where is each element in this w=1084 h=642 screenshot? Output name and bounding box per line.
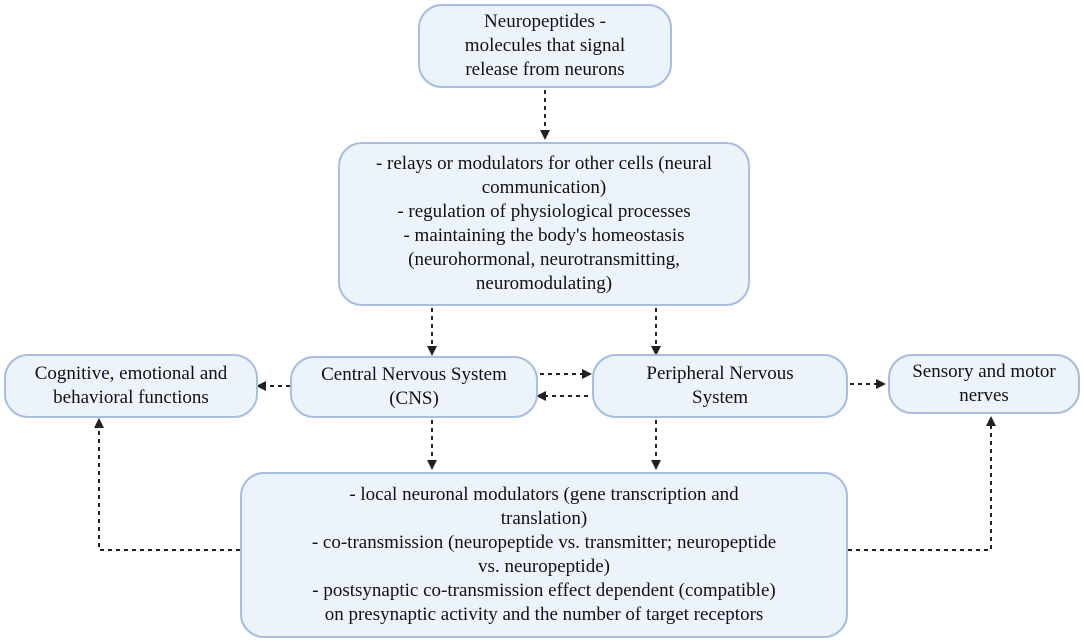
node-text-line: Cognitive, emotional and: [34, 363, 228, 384]
edge-roles-to-pns: [651, 308, 661, 356]
node-text-line: behavioral functions: [53, 387, 209, 408]
node-cns: Central Nervous System (CNS): [290, 356, 538, 418]
node-text-line: neuromodulating): [475, 273, 613, 294]
node-local: - local neuronal modulators (gene transc…: [240, 472, 848, 638]
node-text-line: translation): [500, 508, 588, 529]
edge-cns-to-pns: [540, 369, 592, 379]
node-text-line: - relays or modulators for other cells (…: [375, 153, 713, 174]
edge-pns-to-local: [651, 420, 661, 470]
edge-roles-to-cns: [427, 308, 437, 356]
node-pns: Peripheral Nervous System: [592, 354, 848, 418]
node-text-line: release from neurons: [465, 59, 625, 80]
node-text-line: Peripheral Nervous: [646, 363, 794, 384]
node-text-line: communication): [481, 177, 607, 198]
node-text-line: nerves: [959, 385, 1009, 406]
node-text-line: System: [692, 387, 748, 408]
node-sensory: Sensory and motor nerves: [888, 354, 1080, 414]
edge-cns-to-cognitive: [256, 381, 290, 391]
edge-local-to-cognitive: [94, 418, 240, 551]
edge-pns-to-sensory: [850, 379, 886, 389]
node-text-line: (CNS): [389, 388, 439, 409]
node-text-line: (neurohormonal, neurotransmitting,: [408, 249, 680, 270]
node-roles: - relays or modulators for other cells (…: [338, 142, 750, 306]
edge-cns-to-local: [427, 420, 437, 470]
node-text-line: molecules that signal: [464, 35, 626, 56]
node-text-line: Sensory and motor: [912, 361, 1056, 382]
edge-pns-to-cns: [536, 391, 588, 401]
node-text-line: - regulation of physiological processes: [397, 201, 691, 222]
node-neuropeptides: Neuropeptides - molecules that signal re…: [418, 4, 672, 88]
node-text-line: - maintaining the body's homeostasis: [403, 225, 685, 246]
node-text-line: - local neuronal modulators (gene transc…: [349, 484, 739, 505]
edge-local-to-sensory: [848, 416, 996, 551]
node-cognitive: Cognitive, emotional and behavioral func…: [4, 354, 258, 418]
node-text-line: - postsynaptic co-transmission effect de…: [312, 580, 776, 601]
node-text-line: vs. neuropeptide): [478, 556, 610, 577]
node-text-line: Neuropeptides -: [484, 11, 606, 32]
node-text-line: Central Nervous System: [321, 364, 507, 385]
node-text-line: - co-transmission (neuropeptide vs. tran…: [311, 532, 777, 553]
node-text-line: on presynaptic activity and the number o…: [324, 604, 764, 625]
edge-neuropeptides-to-roles: [540, 90, 550, 140]
